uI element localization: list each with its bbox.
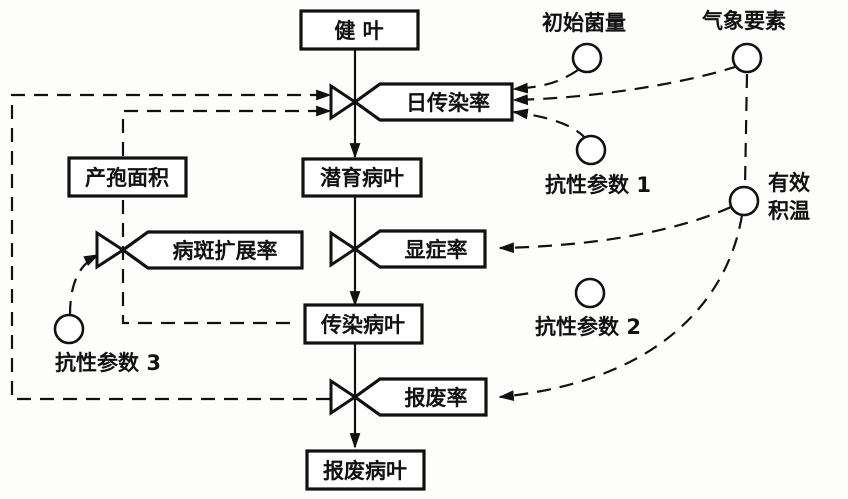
auxiliary-circle-icon: [731, 42, 763, 74]
auxiliary-circle-icon: [574, 277, 606, 309]
aux-resistance-1-label: 抗性参数 1: [545, 173, 651, 197]
aux-resistance-1: 抗性参数 1: [545, 134, 651, 197]
info-sporulating-to-infection: [121, 105, 332, 156]
stock-latent-leaf: 潜育病叶: [301, 157, 423, 198]
aux-resistance-3-label: 抗性参数 3: [55, 351, 161, 375]
aux-resistance-3: 抗性参数 3: [53, 313, 161, 375]
aux-initial-inoculum-label: 初始菌量: [542, 11, 626, 35]
stock-latent-label: 潜育病叶: [320, 166, 404, 190]
valve-icon: [329, 83, 358, 121]
rate-daily-infection: 日传染率: [329, 82, 514, 122]
info-inoculum-to-infection: [512, 69, 579, 94]
info-weather-to-degree-days: [743, 73, 749, 187]
auxiliary-circle-icon: [571, 42, 603, 74]
aux-resistance-2: 抗性参数 2: [535, 277, 641, 339]
valve-icon: [329, 378, 358, 416]
valve-icon: [329, 230, 358, 268]
aux-resistance-2-label: 抗性参数 2: [535, 315, 641, 339]
auxiliary-circle-icon: [53, 313, 85, 345]
info-resistance1-to-infection: [512, 108, 588, 141]
rate-lesion-expansion-label: 病斑扩展率: [173, 239, 278, 263]
aux-degree-days-label-line2: 积温: [768, 199, 810, 223]
stock-scrapped-label: 报废病叶: [323, 459, 407, 483]
rate-symptom-onset: 显症率: [329, 229, 487, 269]
info-degree-days-to-symptom: [498, 205, 732, 254]
info-infectious-to-lesion: [121, 198, 290, 325]
info-weather-to-infection: [512, 64, 739, 106]
aux-degree-days: 有效 积温: [728, 171, 810, 223]
rate-symptom-onset-label: 显症率: [405, 238, 468, 262]
info-resistance3-to-lesion: [68, 254, 100, 316]
aux-weather: 气象要素: [701, 9, 786, 74]
valve-icon: [95, 230, 126, 270]
stock-scrapped-leaf: 报废病叶: [305, 449, 426, 491]
aux-degree-days-label-line1: 有效: [768, 171, 810, 195]
stock-healthy-leaf: 健 叶: [299, 9, 420, 51]
rate-lesion-expansion: 病斑扩展率: [95, 230, 304, 270]
aux-initial-inoculum: 初始菌量: [542, 11, 626, 74]
info-degree-days-to-scrap: [498, 214, 744, 401]
rate-daily-infection-label: 日传染率: [406, 91, 490, 115]
stock-infectious-leaf: 传染病叶: [303, 303, 424, 345]
info-scrap-to-infection-outer: [10, 89, 332, 401]
rate-scrap: 报废率: [329, 377, 488, 417]
aux-weather-label: 气象要素: [701, 9, 786, 33]
stock-infectious-label: 传染病叶: [320, 313, 405, 337]
stock-healthy-label: 健 叶: [334, 19, 383, 43]
stock-sporulating-area: 产孢面积: [67, 156, 188, 198]
stock-sporulating-label: 产孢面积: [85, 166, 169, 190]
auxiliary-circle-icon: [575, 134, 607, 166]
auxiliary-circle-icon: [728, 185, 760, 217]
rate-scrap-label: 报废率: [405, 386, 468, 410]
